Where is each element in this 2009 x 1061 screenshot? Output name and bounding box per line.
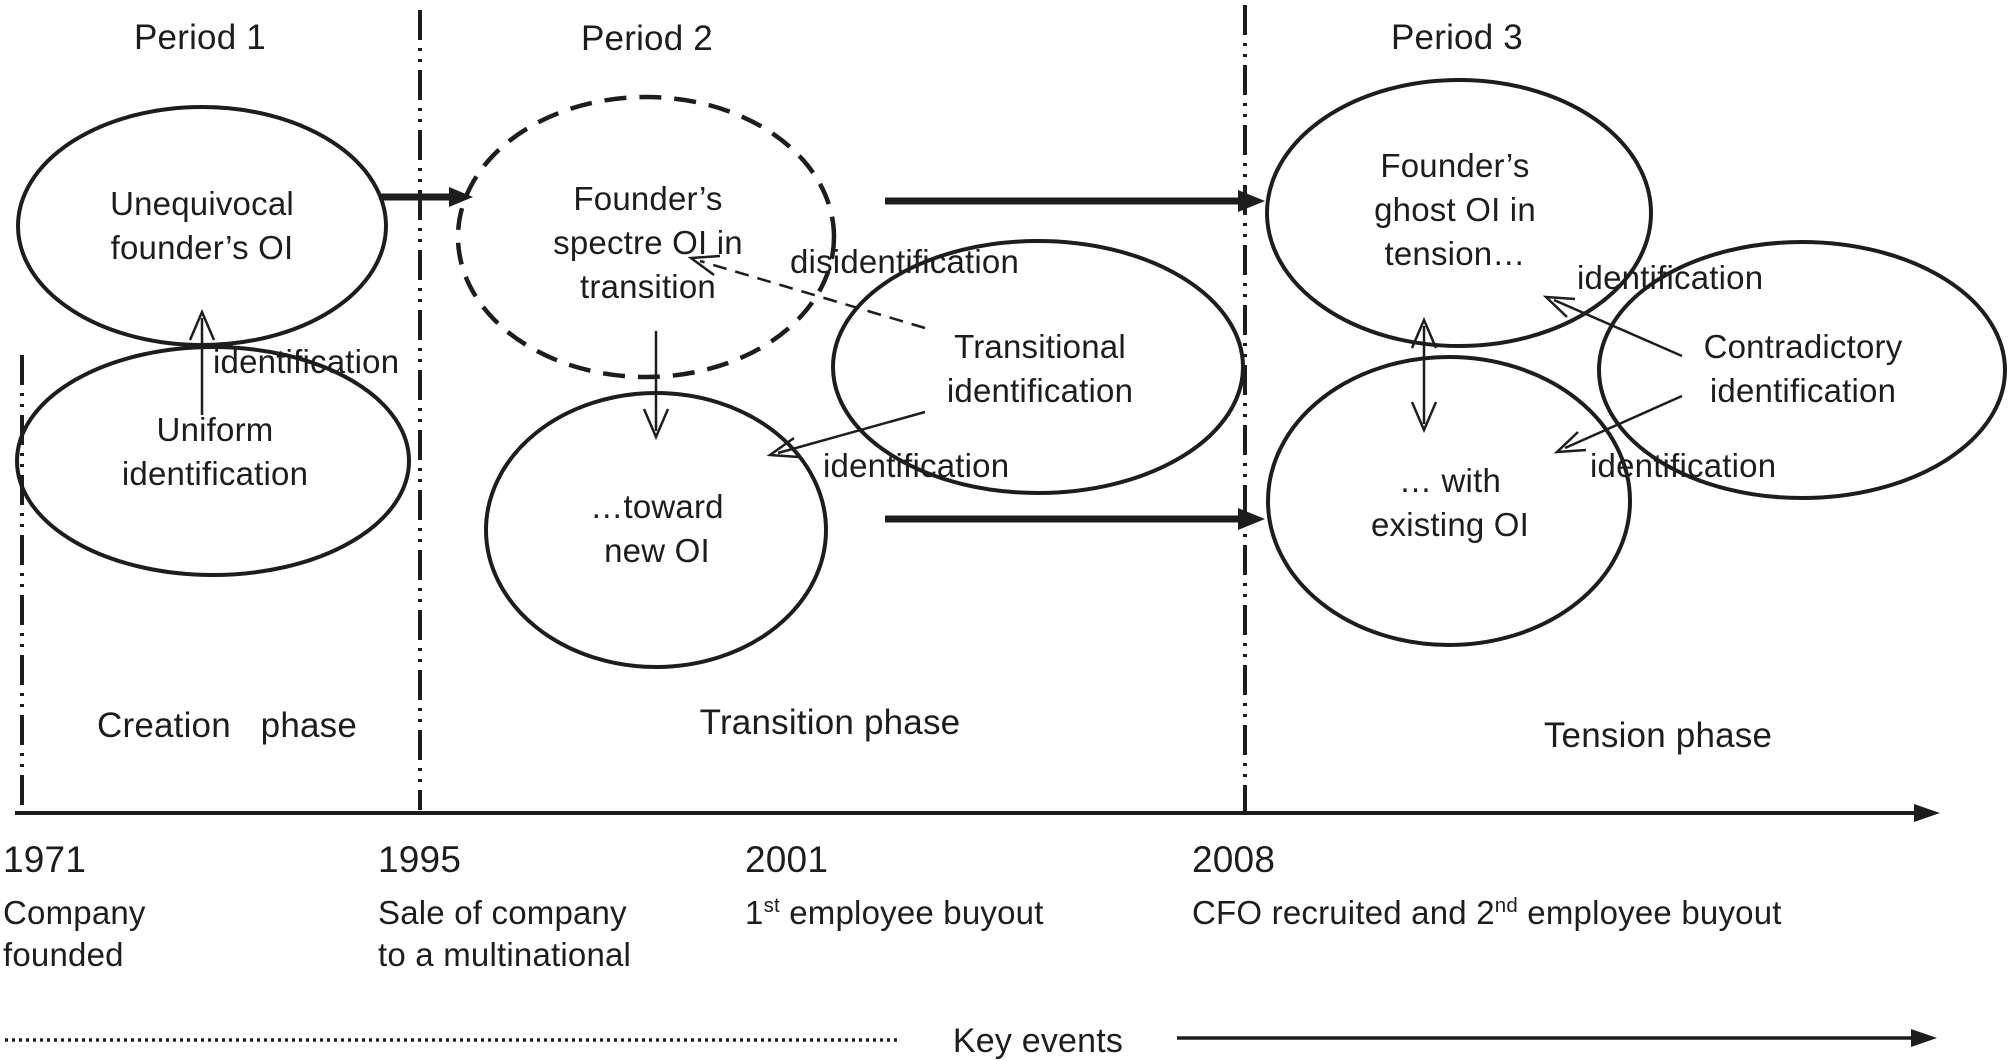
milestone-event-2001: 1st employee buyout bbox=[745, 894, 1044, 931]
timeline-axis-arrowhead bbox=[1914, 804, 1940, 822]
period-2-label: Period 2 bbox=[581, 19, 713, 58]
milestone-year-2008: 2008 bbox=[1192, 839, 1276, 880]
transitional-identification-label: Transitional identification bbox=[946, 328, 1134, 409]
identification-p2-label: identification bbox=[823, 447, 1010, 484]
arrow-p1-to-p2 bbox=[380, 187, 473, 207]
arrow-ghost-existing-double bbox=[1410, 316, 1438, 434]
ordinal-suffix: nd bbox=[1494, 894, 1518, 917]
ellipse-founders-spectre-dashed bbox=[455, 94, 837, 380]
milestone-year-2001: 2001 bbox=[745, 839, 829, 880]
uniform-identification-label: Uniform identification bbox=[121, 411, 309, 492]
arrow-identification-p1 bbox=[188, 308, 216, 415]
period-3-label: Period 3 bbox=[1391, 18, 1523, 57]
ellipse-founders-ghost-oi bbox=[1265, 78, 1653, 348]
identification-p3-upper-label: identification bbox=[1577, 259, 1764, 296]
arrow-identification-p3-upper bbox=[1542, 295, 1683, 358]
contradictory-identification-label: Contradictory identification bbox=[1703, 328, 1903, 409]
ellipse-uniform-identification bbox=[15, 345, 411, 577]
identification-p1-label: identification bbox=[213, 343, 400, 380]
unequivocal-founders-oi-label: Unequivocal founder’s OI bbox=[110, 185, 294, 266]
founders-ghost-oi-label: Founder’s ghost OI in tension… bbox=[1374, 147, 1536, 272]
arrow-spectre-to-new-oi bbox=[642, 331, 670, 441]
ellipse-contradictory-identification bbox=[1597, 240, 2007, 500]
legend-arrow bbox=[1177, 1029, 1937, 1047]
arrow-identification-p2 bbox=[766, 410, 926, 459]
identification-p3-lower-label: identification bbox=[1590, 447, 1777, 484]
arrow-p2-to-p3-upper bbox=[885, 190, 1265, 212]
tension-phase-label: Tension phase bbox=[1543, 716, 1773, 755]
milestone-event-2008: CFO recruited and 2nd employee buyout bbox=[1192, 894, 1782, 931]
milestone-event-1971: Company founded bbox=[3, 894, 146, 973]
arrow-p2-to-p3-lower bbox=[885, 508, 1265, 530]
ellipse-with-existing-oi bbox=[1266, 355, 1632, 647]
milestone-event-1995: Sale of company to a multinational bbox=[378, 894, 632, 973]
timeline-axis bbox=[15, 804, 1940, 822]
founders-spectre-label: Founder’s spectre OI in transition bbox=[553, 180, 743, 305]
toward-new-oi-label: …toward new OI bbox=[590, 488, 724, 569]
ellipse-transitional-identification bbox=[831, 239, 1245, 495]
arrow-identification-p3-lower bbox=[1553, 394, 1683, 454]
milestone-year-1995: 1995 bbox=[378, 839, 462, 880]
transition-phase-label: Transition phase bbox=[699, 703, 961, 742]
with-existing-oi-label: … with existing OI bbox=[1370, 462, 1530, 543]
arrow-disidentification-dashed bbox=[687, 254, 926, 330]
period-1-label: Period 1 bbox=[134, 18, 266, 57]
ordinal-suffix: st bbox=[763, 894, 780, 917]
milestone-year-1971: 1971 bbox=[3, 839, 87, 880]
disidentification-label: disidentification bbox=[790, 243, 1020, 280]
key-events-label: Key events bbox=[952, 1022, 1124, 1060]
creation-phase-label: Creation phase bbox=[96, 706, 358, 745]
